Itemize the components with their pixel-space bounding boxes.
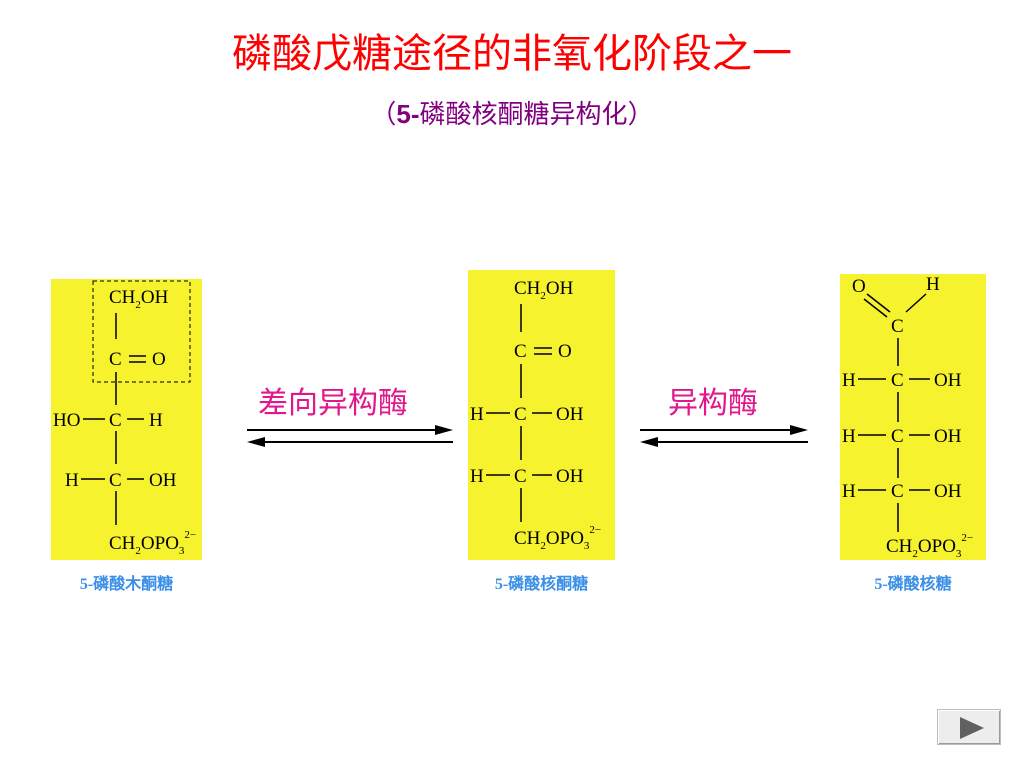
c5-label: CH2OPO32− [109, 529, 196, 557]
c5-label: CH2OPO32− [514, 524, 601, 552]
c3-right: OH [934, 426, 962, 447]
ribose-caption: 5-磷酸核糖 [874, 576, 952, 593]
ribulose-structure: CH2OH C O H C OH H C OH CH2OPO32− [470, 278, 601, 552]
xylulose-structure-panel: CH2OH C O HO C H H C OH CH2OPO32− [51, 279, 202, 560]
c2-left: H [842, 370, 856, 391]
c3-right: OH [556, 404, 584, 425]
xylulose-caption: 5-磷酸木酮糖 [79, 576, 174, 593]
c1-carbon: C [891, 316, 904, 337]
reversible-arrow-left [247, 425, 453, 447]
subtitle-open: （ [370, 100, 397, 130]
c3-right: H [149, 410, 163, 431]
play-triangle-icon [960, 717, 984, 739]
c4-left: H [842, 481, 856, 502]
c2-oxygen: O [152, 349, 166, 370]
c1-label: CH2OH [514, 278, 574, 302]
c3-left: HO [53, 410, 80, 431]
c1-label: CH2OH [109, 287, 169, 311]
ribose-structure-panel: O H C H C OH H C OH H C OH CH2OPO32− [840, 274, 986, 560]
xylulose-structure: CH2OH C O HO C H H C OH CH2OPO32− [53, 280, 196, 557]
c4-left: H [470, 466, 484, 487]
c3-left: H [470, 404, 484, 425]
ribulose-structure-panel: CH2OH C O H C OH H C OH CH2OPO32− [468, 270, 615, 560]
c2-carbon: C [514, 341, 527, 362]
c3-carbon: C [514, 404, 527, 425]
c3-carbon: C [109, 410, 122, 431]
c2-carbon: C [109, 349, 122, 370]
c2-oxygen: O [558, 341, 572, 362]
c4-left: H [65, 470, 79, 491]
c1-oxygen: O [852, 276, 866, 297]
c2-carbon: C [891, 370, 904, 391]
epimerase-label: 差向异构酶 [258, 386, 408, 421]
double-bond [866, 293, 891, 313]
c4-right: OH [149, 470, 177, 491]
c1-hydrogen: H [926, 274, 940, 295]
c3-left: H [842, 426, 856, 447]
c5-label: CH2OPO32− [886, 532, 973, 560]
ribulose-caption: 5-磷酸核酮糖 [494, 576, 589, 593]
c3-carbon: C [891, 426, 904, 447]
subtitle-text: 磷酸核酮糖异构化 [419, 100, 628, 130]
c4-carbon: C [514, 466, 527, 487]
page-title: 磷酸戊糖途径的非氧化阶段之一 [232, 31, 792, 77]
c4-right: OH [556, 466, 584, 487]
reversible-arrow-right [640, 425, 808, 447]
c4-carbon: C [109, 470, 122, 491]
next-slide-button[interactable] [937, 709, 1001, 745]
ribose-structure: O H C H C OH H C OH H C OH CH2OPO32− [842, 274, 973, 560]
c2-right: OH [934, 370, 962, 391]
subtitle-number: 5- [396, 99, 420, 129]
dashed-box [92, 280, 191, 383]
subtitle-close: ） [627, 100, 654, 130]
double-bond [863, 298, 888, 318]
isomerase-label: 异构酶 [668, 386, 758, 421]
c4-carbon: C [891, 481, 904, 502]
page-subtitle: （5-磷酸核酮糖异构化） [0, 97, 1024, 132]
c4-right: OH [934, 481, 962, 502]
bond [905, 293, 927, 313]
